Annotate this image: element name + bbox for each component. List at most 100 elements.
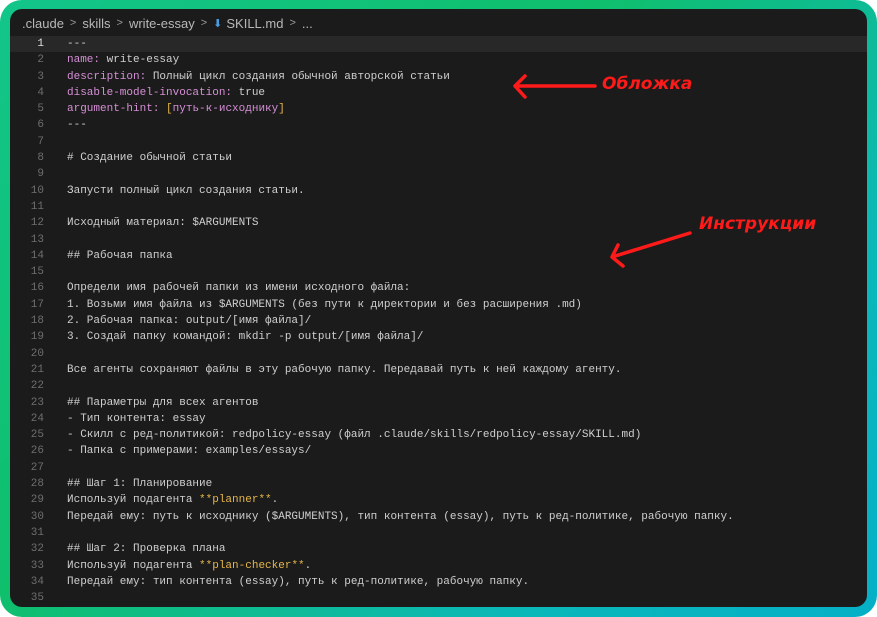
line-content: Используй подагента **planner**. xyxy=(67,492,278,508)
line-number: 18 xyxy=(30,315,44,328)
line-number: 28 xyxy=(30,478,44,491)
code-line[interactable]: 7 xyxy=(10,134,867,150)
code-line[interactable]: 27 xyxy=(10,460,867,476)
code-line[interactable]: 25 - Скилл с ред-политикой: redpolicy-ess… xyxy=(10,427,867,443)
line-content: - Папка с примерами: examples/essays/ xyxy=(67,443,311,459)
code-line[interactable]: 11 xyxy=(10,199,867,215)
line-number: 25 xyxy=(30,429,44,442)
code-line[interactable]: 35 xyxy=(10,590,867,606)
code-token: --- xyxy=(67,119,87,132)
chevron-right-icon: > xyxy=(69,17,77,29)
line-content: --- xyxy=(67,36,87,52)
line-number: 15 xyxy=(30,266,44,279)
line-number: 33 xyxy=(30,559,44,572)
line-number: 27 xyxy=(30,461,44,474)
code-line[interactable]: 17 1. Возьми имя файла из $ARGUMENTS (без… xyxy=(10,297,867,313)
line-number: 21 xyxy=(30,363,44,376)
code-token: **planner** xyxy=(199,494,272,507)
code-token: [ xyxy=(166,103,173,116)
code-line[interactable]: 22 xyxy=(10,378,867,394)
line-number: 4 xyxy=(37,86,44,99)
line-content: Все агенты сохраняют файлы в эту рабочую… xyxy=(67,362,622,378)
code-line[interactable]: 26- Папка с примерами: examples/essays/ xyxy=(10,443,867,459)
breadcrumb-skills[interactable]: skills xyxy=(82,15,111,31)
code-token: ## Рабочая папка xyxy=(67,249,173,262)
line-number: 13 xyxy=(30,233,44,246)
line-number: 30 xyxy=(30,510,44,523)
chevron-right-icon: > xyxy=(289,17,296,29)
code-token: - Тип контента: essay xyxy=(67,412,206,425)
code-line[interactable]: 24 - Тип контента: essay xyxy=(10,411,867,427)
code-line[interactable]: 18 2. Рабочая папка: output/[имя файла]/ xyxy=(10,313,867,329)
line-number: 7 xyxy=(37,135,44,148)
code-line[interactable]: 1 --- xyxy=(10,36,867,53)
code-token: ## Шаг 2: Проверка плана xyxy=(67,543,226,556)
breadcrumb-write-essay[interactable]: write-essay xyxy=(128,15,195,31)
code-line[interactable]: 14 ## Рабочая папка xyxy=(10,248,867,264)
code-line[interactable]: 15 xyxy=(10,264,867,280)
code-token: Полный цикл создания обычной авторской с… xyxy=(146,70,450,83)
code-token: Передай ему: путь к исходнику ($ARGUMENT… xyxy=(67,510,734,523)
breadcrumb-claude[interactable]: .claude xyxy=(22,15,64,31)
line-content: 1. Возьми имя файла из $ARGUMENTS (без п… xyxy=(67,297,582,313)
line-content: # Создание обычной статьи xyxy=(67,150,232,166)
line-content: ## Шаг 2: Проверка плана xyxy=(67,541,225,557)
line-number: 12 xyxy=(30,217,44,230)
line-number: 31 xyxy=(30,526,44,539)
code-token: disable-model-invocation: xyxy=(67,86,233,99)
code-token: ] xyxy=(278,103,285,116)
code-line[interactable]: 8# Создание обычной статьи xyxy=(10,150,867,166)
line-number: 32 xyxy=(30,543,44,556)
code-token: true xyxy=(232,86,266,99)
line-number: 14 xyxy=(30,249,44,262)
code-token: description: xyxy=(67,70,147,83)
code-token: Все агенты сохраняют файлы в эту рабочую… xyxy=(67,363,622,376)
code-line[interactable]: 13 xyxy=(10,232,867,248)
line-number: 22 xyxy=(30,380,44,393)
code-line[interactable]: 32 ## Шаг 2: Проверка плана xyxy=(10,541,867,557)
code-token: путь-к-исходнику xyxy=(172,103,279,116)
editor-window: .claude> skills> write-essay> ⬇ SKILL.md… xyxy=(10,9,867,607)
code-token: 2. Рабочая папка: output/[имя файла]/ xyxy=(67,315,312,328)
line-number: 24 xyxy=(30,412,44,425)
line-number: 3 xyxy=(37,70,44,83)
code-line[interactable]: 23## Параметры для всех агентов xyxy=(10,395,867,411)
line-content: 2. Рабочая папка: output/[имя файла]/ xyxy=(67,313,311,329)
breadcrumb-more[interactable]: ... xyxy=(301,15,313,31)
line-content: - Тип контента: essay xyxy=(67,411,206,427)
line-content: - Скилл с ред-политикой: redpolicy-essay… xyxy=(67,427,641,443)
breadcrumb-file[interactable]: SKILL.md xyxy=(226,15,284,31)
code-token: ## Параметры для всех агентов xyxy=(67,396,259,409)
line-content: disable-model-invocation: true xyxy=(67,85,265,101)
line-content: Передай ему: путь к исходнику ($ARGUMENT… xyxy=(67,509,734,525)
code-token: Запусти полный цикл создания статьи. xyxy=(67,184,305,197)
line-number: 1 xyxy=(37,38,44,50)
line-number: 6 xyxy=(37,119,44,132)
code-line[interactable]: 3 description: Полный цикл создания обычн… xyxy=(10,69,867,85)
code-line[interactable]: 4 disable-model-invocation: true xyxy=(10,85,867,101)
code-line[interactable]: 6 --- xyxy=(10,117,867,133)
code-line[interactable]: 20 xyxy=(10,346,867,362)
code-line[interactable]: 28## Шаг 1: Планирование xyxy=(10,476,867,492)
line-number: 19 xyxy=(30,331,44,344)
code-token: name: xyxy=(67,54,101,67)
code-line[interactable]: 30 Передай ему: путь к исходнику ($ARGUME… xyxy=(10,509,867,525)
breadcrumb: .claude> skills> write-essay> ⬇ SKILL.md… xyxy=(22,13,313,33)
code-line[interactable]: 21 Все агенты сохраняют файлы в эту рабоч… xyxy=(10,362,867,378)
code-token: . xyxy=(271,494,279,507)
code-line[interactable]: 9 xyxy=(10,166,867,182)
code-line[interactable]: 31 xyxy=(10,525,867,541)
line-number: 20 xyxy=(30,347,44,360)
line-number: 17 xyxy=(30,298,44,311)
line-content: --- xyxy=(67,117,87,133)
